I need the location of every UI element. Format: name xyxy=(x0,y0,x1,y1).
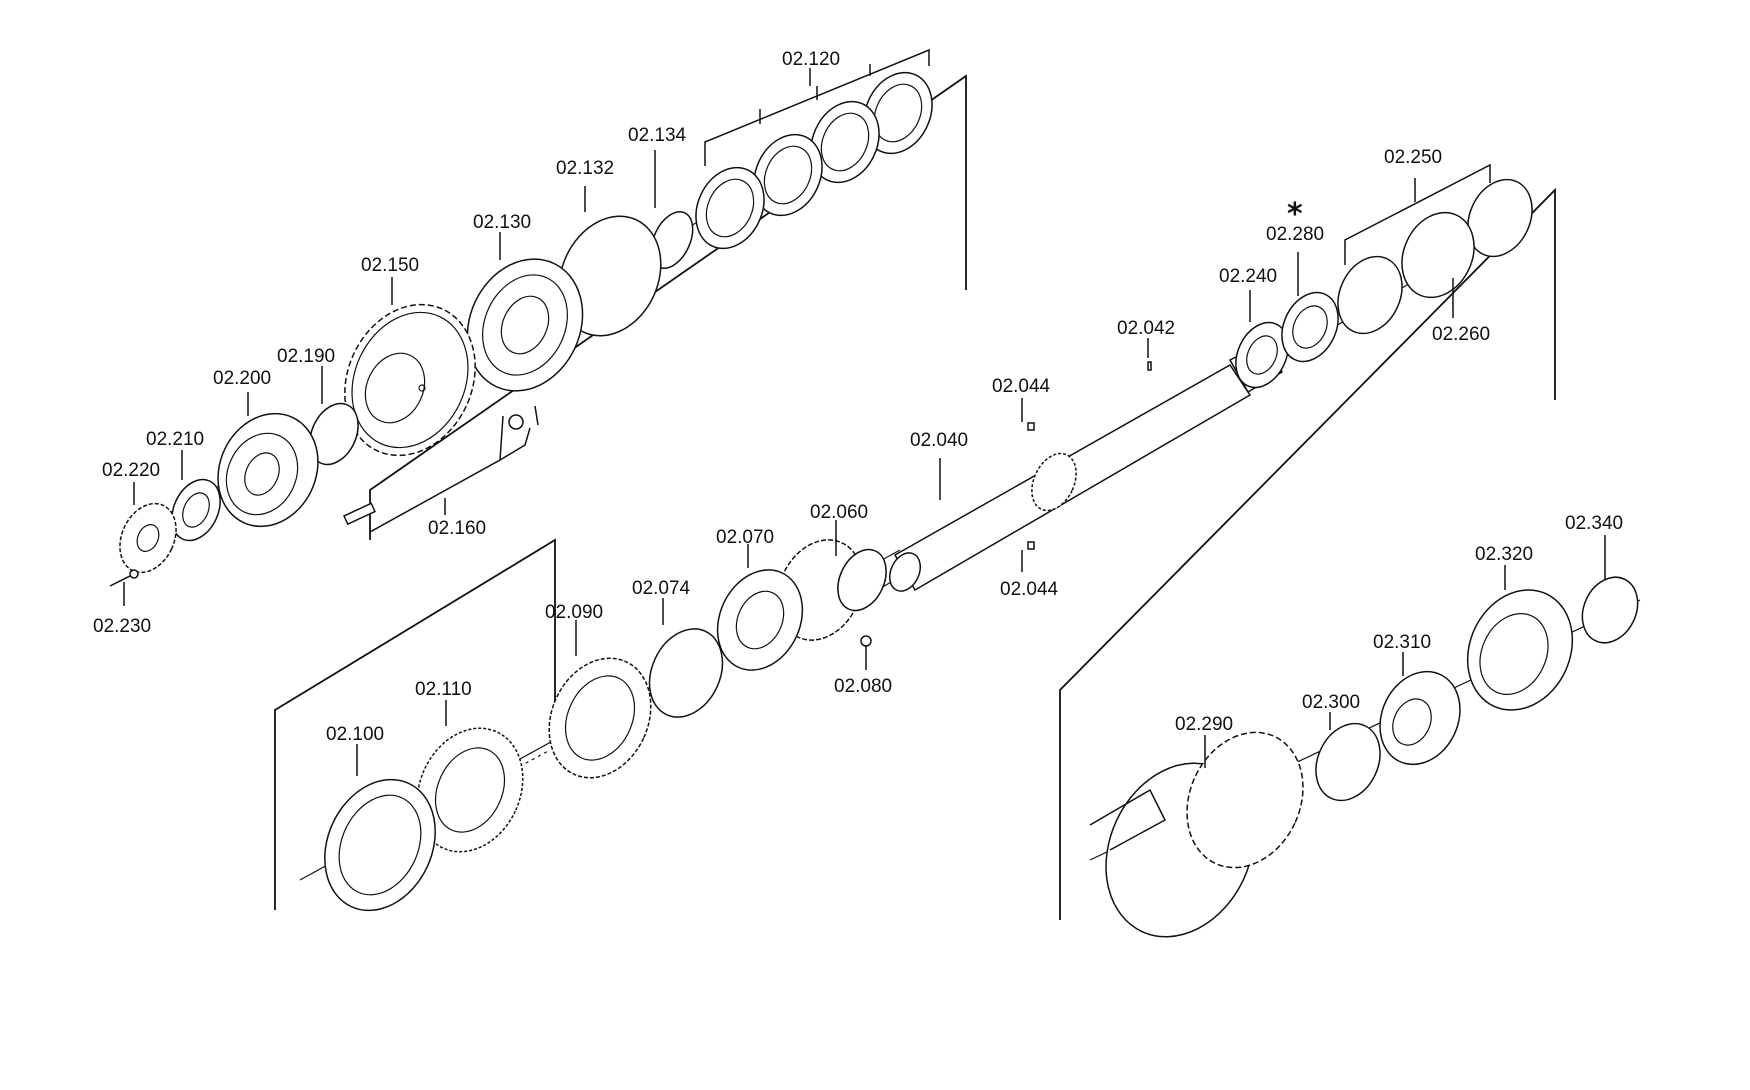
label-02-090: 02.090 xyxy=(545,602,603,623)
part-02-210-lock-nut xyxy=(171,478,221,542)
label-02-190: 02.190 xyxy=(277,346,335,367)
asterisk-mark: * xyxy=(1287,197,1303,232)
label-02-290: 02.290 xyxy=(1175,714,1233,735)
part-02-150-spur-gear xyxy=(344,303,476,457)
label-02-110: 02.110 xyxy=(415,679,472,700)
label-02-160: 02.160 xyxy=(428,518,486,539)
part-02-310-collar xyxy=(1379,670,1461,766)
label-02-130: 02.130 xyxy=(473,212,531,233)
part-02-200-bearing xyxy=(217,412,319,528)
upper-left-group-frame xyxy=(369,74,967,540)
part-02-074-snap-ring xyxy=(648,628,724,718)
part-02-260-sleeve xyxy=(1401,211,1475,299)
label-02-100: 02.100 xyxy=(326,724,384,745)
label-02-260: 02.260 xyxy=(1432,324,1490,345)
label-02-080: 02.080 xyxy=(834,676,892,697)
part-02-110-friction-disc xyxy=(416,727,524,853)
label-02-042: 02.042 xyxy=(1117,318,1175,339)
label-02-150: 02.150 xyxy=(361,255,419,276)
part-02-044-lower-ball xyxy=(1027,541,1035,550)
part-02-040-main-shaft xyxy=(889,341,1285,592)
label-02-200: 02.200 xyxy=(213,368,271,389)
part-02-060-circlip xyxy=(837,548,887,612)
part-02-160-fastener-set xyxy=(343,405,539,533)
part-02-320-bearing xyxy=(1466,589,1574,711)
label-02-044-bottom: 02.044 xyxy=(1000,579,1059,600)
part-02-132-o-ring xyxy=(558,215,662,337)
part-02-300-washer xyxy=(1315,722,1381,802)
part-02-090-thrust-bearing xyxy=(548,657,652,779)
label-02-220: 02.220 xyxy=(102,460,160,481)
label-02-074: 02.074 xyxy=(632,578,691,599)
label-02-134: 02.134 xyxy=(628,125,687,146)
part-02-230-screw xyxy=(109,569,139,587)
part-02-280-bore xyxy=(1292,305,1328,349)
part-02-100-outer-disc xyxy=(324,778,436,912)
label-02-044-top: 02.044 xyxy=(992,376,1051,397)
label-02-310: 02.310 xyxy=(1373,632,1431,653)
label-02-230: 02.230 xyxy=(93,616,151,637)
label-02-120: 02.120 xyxy=(782,49,840,70)
part-02-130-piston xyxy=(466,258,584,392)
part-02-210-bore xyxy=(182,492,210,528)
leader-02-250 xyxy=(1344,163,1491,265)
label-02-060: 02.060 xyxy=(810,502,868,523)
label-02-320: 02.320 xyxy=(1475,544,1533,565)
part-02-120-disc-stack xyxy=(695,71,933,250)
right-shaft-group-frame xyxy=(1059,187,1556,920)
label-02-240: 02.240 xyxy=(1219,266,1277,287)
label-02-280: 02.280 xyxy=(1266,224,1324,245)
label-02-070: 02.070 xyxy=(716,527,774,548)
part-02-240-washer xyxy=(1235,321,1289,389)
part-02-042-key xyxy=(1147,361,1152,371)
part-02-080-ball xyxy=(860,635,872,647)
label-02-210: 02.210 xyxy=(146,429,204,450)
label-02-340: 02.340 xyxy=(1565,513,1623,534)
part-02-190-washer xyxy=(309,402,359,466)
part-02-340-ring xyxy=(1581,576,1639,644)
part-02-044-upper-ball xyxy=(1027,422,1035,431)
part-02-070-clutch-hub xyxy=(716,539,864,671)
label-02-132: 02.132 xyxy=(556,158,614,179)
part-02-240-bore xyxy=(1246,335,1278,375)
part-02-290-clutch-drum xyxy=(1089,731,1304,938)
label-02-300: 02.300 xyxy=(1302,692,1360,713)
label-02-040: 02.040 xyxy=(910,430,968,451)
part-02-250-bushing-set xyxy=(1337,178,1533,335)
label-02-250: 02.250 xyxy=(1384,147,1442,168)
part-02-280-shim xyxy=(1281,291,1339,363)
lower-left-group-frame xyxy=(274,538,556,910)
